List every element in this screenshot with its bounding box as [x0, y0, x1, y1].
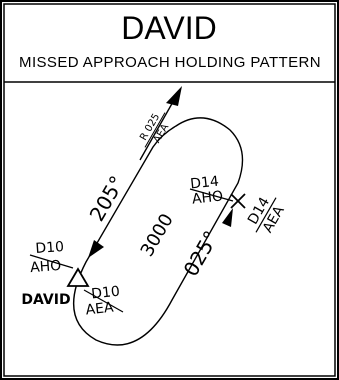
- waypoint-x-icon: [230, 193, 246, 209]
- fix-dme-bottom-divider: [83, 289, 124, 313]
- page-subtitle: MISSED APPROACH HOLDING PATTERN: [19, 54, 321, 71]
- page-title: DAVID: [121, 10, 216, 46]
- outbound-arrowhead: [222, 208, 233, 227]
- fix-triangle-icon: [66, 267, 90, 287]
- holding-racetrack: [72, 117, 244, 346]
- waypoint-dme-left-distance: D14: [190, 174, 220, 193]
- fix-dme-top-divider: [29, 254, 74, 269]
- holding-altitude: 3000: [137, 210, 178, 260]
- fix-dme-top-station: AHO: [30, 258, 62, 276]
- fix-name: DAVID: [21, 292, 70, 308]
- inner-frame: [3, 3, 336, 377]
- waypoint-dme-left-station: AHO: [191, 188, 224, 207]
- fix-dme-top-distance: D10: [35, 239, 65, 257]
- radial-arrowhead: [166, 86, 182, 106]
- inbound-arrowhead: [88, 240, 104, 258]
- radial-label-divider: [144, 112, 166, 148]
- outbound-course-label: 025°: [178, 227, 223, 281]
- fix-dme-bottom-station: AEA: [85, 300, 115, 319]
- waypoint-dme-right-divider: [255, 197, 277, 233]
- waypoint-dme-left-divider: [189, 188, 234, 202]
